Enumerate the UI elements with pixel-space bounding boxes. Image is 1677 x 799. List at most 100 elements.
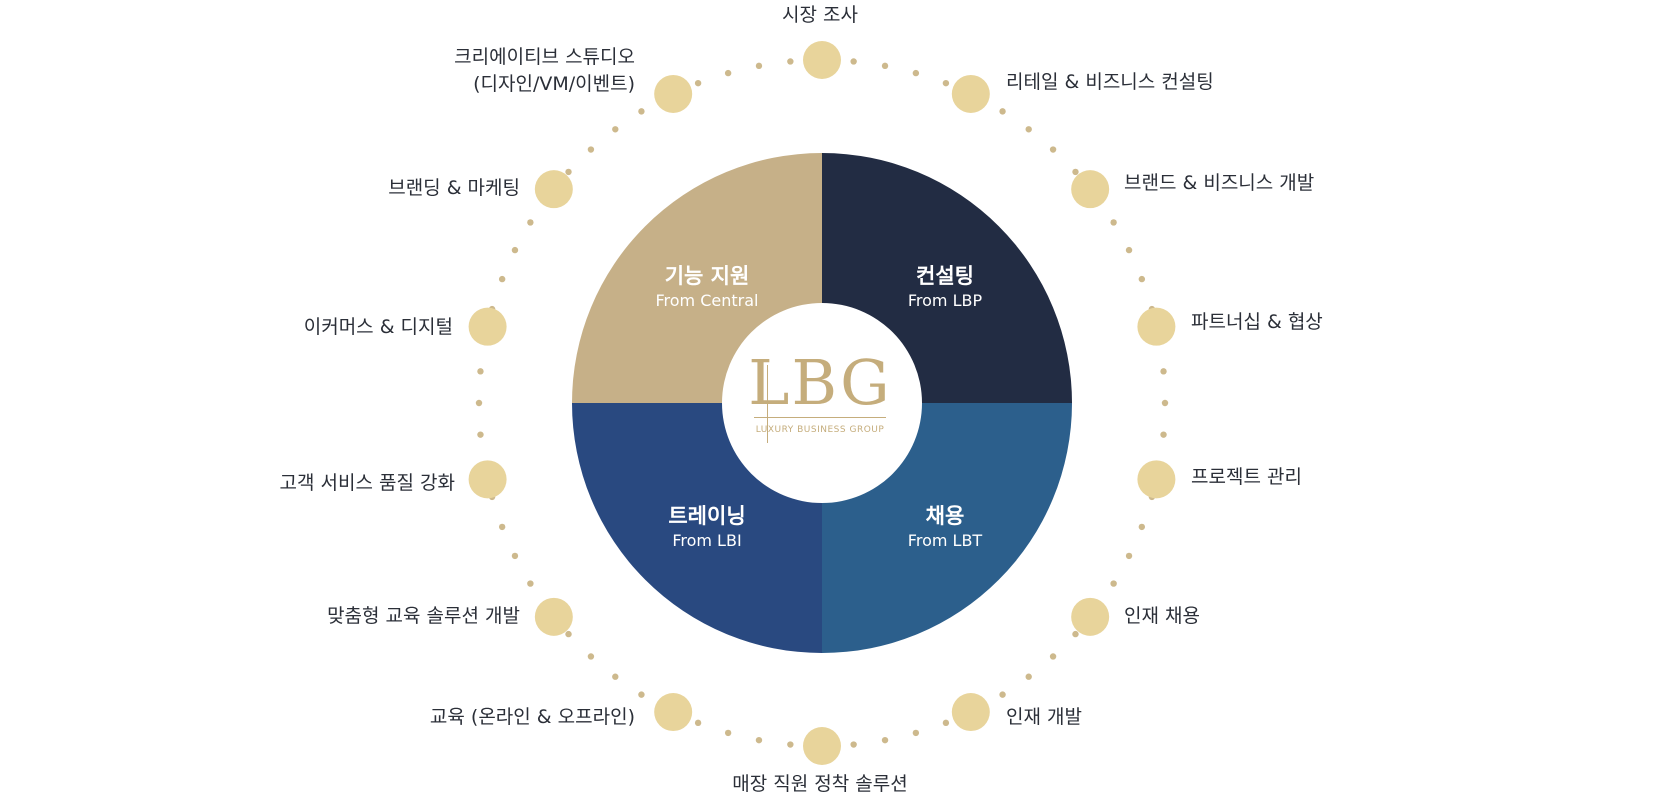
logo-horizontal-rule xyxy=(754,417,886,418)
quadrant-title: 트레이닝 xyxy=(668,504,746,528)
ring-dot xyxy=(999,691,1006,698)
logo-subtitle: LUXURY BUSINESS GROUP xyxy=(755,425,885,435)
ring-dot xyxy=(511,246,519,254)
ring-dot xyxy=(1160,368,1167,375)
quadrant-label-functional-support: 기능 지원 From Central xyxy=(617,262,797,312)
ring-dot xyxy=(1160,431,1167,438)
node-label-brand-development: 브랜드 & 비즈니스 개발 xyxy=(1124,172,1315,194)
ring-dot xyxy=(1072,630,1079,638)
node-label-branding-marketing: 브랜딩 & 마케팅 xyxy=(388,177,520,199)
ring-dot xyxy=(612,673,619,680)
outer-node-circle xyxy=(654,74,693,113)
node-label-partnership: 파트너십 & 협상 xyxy=(1191,311,1323,333)
quadrant-subtitle: From LBP xyxy=(907,291,983,310)
ring-dot xyxy=(1110,219,1117,226)
ring-dot xyxy=(912,729,920,737)
outer-node-circle xyxy=(803,727,841,765)
ring-dot xyxy=(1138,275,1146,283)
node-label-project-management: 프로젝트 관리 xyxy=(1191,466,1302,488)
outer-node-circle xyxy=(654,693,693,732)
ring-dot xyxy=(1025,673,1032,680)
ring-dot xyxy=(850,741,857,748)
ring-dot xyxy=(527,580,534,587)
ring-dot xyxy=(942,79,950,87)
ring-dot xyxy=(527,219,534,226)
ring-dot xyxy=(787,58,794,65)
outer-node-circle xyxy=(951,74,990,113)
ring-dot xyxy=(724,69,732,77)
quadrant-title: 채용 xyxy=(925,504,965,528)
ring-dot xyxy=(942,719,950,727)
ring-dot xyxy=(1138,523,1146,531)
outer-node-circle xyxy=(1071,170,1110,209)
node-label-retention-solution: 매장 직원 정착 솔루션 xyxy=(732,773,908,795)
node-label-customer-service: 고객 서비스 품질 강화 xyxy=(279,472,455,494)
quadrant-label-training: 트레이닝 From LBI xyxy=(617,502,797,552)
node-label-talent-recruiting: 인재 채용 xyxy=(1124,605,1200,627)
node-label-retail-consulting: 리테일 & 비즈니스 컨설팅 xyxy=(1006,71,1214,93)
outer-node-circle xyxy=(1137,460,1176,499)
ring-dot xyxy=(638,108,645,115)
ring-dot xyxy=(724,729,732,737)
node-label-education: 교육 (온라인 & 오프라인) xyxy=(429,706,635,728)
ring-dot xyxy=(1125,552,1133,560)
ring-dot xyxy=(477,431,484,438)
outer-node-circle xyxy=(534,597,573,636)
ring-dot xyxy=(999,108,1006,115)
ring-dot xyxy=(850,58,857,65)
quadrant-consulting xyxy=(822,153,1072,403)
quadrant-subtitle: From Central xyxy=(655,291,759,310)
outer-node-circle xyxy=(1071,597,1110,636)
quadrant-label-consulting: 컨설팅 From LBP xyxy=(855,262,1035,312)
node-label-creative-studio: 크리에이티브 스튜디오 (디자인/VM/이벤트) xyxy=(454,46,635,95)
lbg-logo: LBG LUXURY BUSINESS GROUP xyxy=(720,303,920,503)
quadrant-label-recruiting: 채용 From LBT xyxy=(855,502,1035,552)
ring-dot xyxy=(565,168,572,176)
logo-wordmark: LBG xyxy=(748,346,892,419)
outer-node-circle xyxy=(534,170,573,209)
quadrant-recruiting xyxy=(822,403,1072,653)
ring-dot xyxy=(1025,126,1032,133)
logo-vertical-rule xyxy=(767,365,768,443)
quadrant-title: 컨설팅 xyxy=(916,264,974,288)
ring-dot xyxy=(881,736,889,744)
quadrant-subtitle: From LBI xyxy=(672,531,742,550)
ring-dot xyxy=(1125,246,1133,254)
ring-dot xyxy=(477,368,484,375)
ring-dot xyxy=(638,691,645,698)
ring-dot xyxy=(787,741,794,748)
ring-dot xyxy=(694,719,702,727)
ring-dot xyxy=(1110,580,1117,587)
ring-dot xyxy=(755,736,763,744)
quadrant-title: 기능 지원 xyxy=(664,264,750,288)
ring-dot xyxy=(587,653,595,660)
ring-dot xyxy=(587,146,595,153)
ring-dot xyxy=(694,79,702,87)
node-label-custom-training: 맞춤형 교육 솔루션 개발 xyxy=(327,605,520,627)
ring-dot xyxy=(565,630,572,638)
ring-dot xyxy=(612,126,619,133)
node-label-market-research: 시장 조사 xyxy=(782,4,858,26)
node-label-talent-development: 인재 개발 xyxy=(1006,706,1082,728)
ring-dot xyxy=(1049,146,1057,153)
ring-dot xyxy=(912,69,920,77)
outer-node-circle xyxy=(1137,307,1176,346)
ring-dot xyxy=(498,275,506,283)
ring-dot xyxy=(498,523,506,531)
outer-node-circle xyxy=(803,41,841,79)
ring-dot xyxy=(511,552,519,560)
quadrant-training xyxy=(572,403,822,653)
outer-node-circle xyxy=(468,307,507,346)
outer-node-circle xyxy=(468,460,507,499)
outer-node-circle xyxy=(951,693,990,732)
quadrant-functional-support xyxy=(572,153,822,403)
ring-dot xyxy=(1072,168,1079,176)
ring-dot xyxy=(1049,653,1057,660)
ring-dot xyxy=(881,62,889,70)
node-label-ecommerce: 이커머스 & 디지털 xyxy=(303,316,453,338)
ring-dot xyxy=(755,62,763,70)
ring-dot xyxy=(475,399,483,407)
